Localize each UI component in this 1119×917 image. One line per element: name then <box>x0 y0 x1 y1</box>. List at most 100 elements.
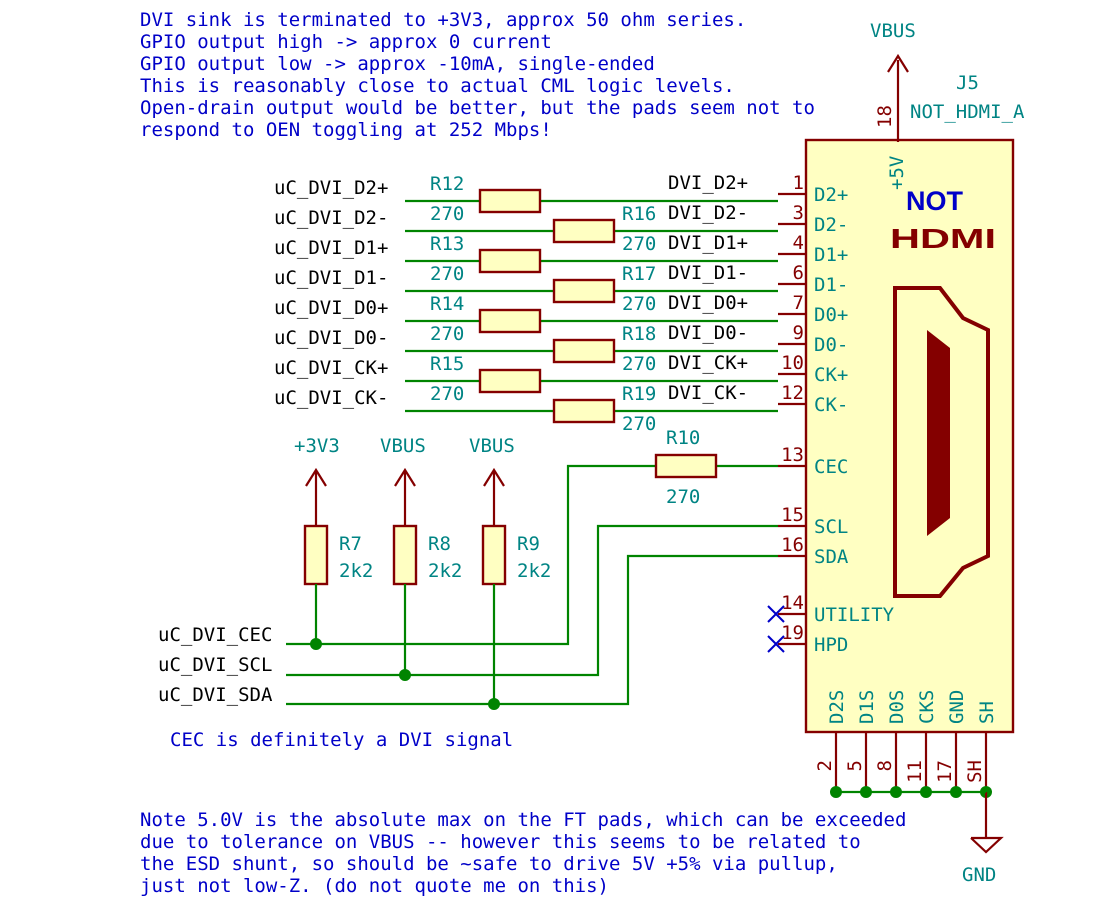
uc-net-label: uC_DVI_CK- <box>274 387 388 409</box>
gnd-symbol <box>970 836 1004 854</box>
bottom-note-line: due to tolerance on VBUS -- however this… <box>140 831 861 853</box>
power-arrow <box>305 467 327 487</box>
pin-15-number: 15 <box>781 504 804 526</box>
resistor-value: 270 <box>622 293 656 315</box>
net-label-3: DVI_D2- <box>668 202 748 224</box>
pin-5-number: 5 <box>844 760 866 771</box>
bottom-note-line: Note 5.0V is the absolute max on the FT … <box>140 809 906 831</box>
uc-net-label: uC_DVI_D0+ <box>274 297 388 319</box>
uc-net-label: uC_DVI_D2+ <box>274 177 388 199</box>
pin-14-name: UTILITY <box>814 604 895 626</box>
top-note-line: respond to OEN toggling at 252 Mbps! <box>140 119 552 141</box>
pin-14-number: 14 <box>781 592 804 614</box>
pin-10-number: 10 <box>781 352 804 374</box>
resistor-r14 <box>478 308 542 334</box>
pin-2-name: D2S <box>826 690 848 724</box>
pin-7-name: D0+ <box>814 304 848 326</box>
r9-ref: R9 <box>517 533 540 555</box>
resistor-value: 270 <box>430 383 464 405</box>
rail-label: VBUS <box>380 435 426 457</box>
pin-19-name: HPD <box>814 634 848 656</box>
connector-value: NOT_HDMI_A <box>910 101 1025 123</box>
bottom-note-line: just not low-Z. (do not quote me on this… <box>140 875 609 897</box>
net-label-sda: uC_DVI_SDA <box>158 684 273 706</box>
connector-body <box>804 138 1015 734</box>
pin-11-number: 11 <box>904 760 926 783</box>
resistor-r18 <box>552 338 616 364</box>
cec-wire <box>286 464 656 646</box>
r7-ref: R7 <box>339 533 362 555</box>
pin-SH-name: SH <box>976 701 998 724</box>
resistor-r13 <box>478 248 542 274</box>
power-arrow <box>394 467 416 487</box>
net-label-10: DVI_CK+ <box>668 352 748 374</box>
r7-value: 2k2 <box>339 560 373 582</box>
scl-wire <box>286 524 778 677</box>
schematic-dynamic-layer: 1D2+DVI_D2+3D2-DVI_D2-4D1+DVI_D1+6D1-DVI… <box>274 172 998 798</box>
uc-net-label: uC_DVI_D1- <box>274 267 388 289</box>
uc-net-label: uC_DVI_CK+ <box>274 357 388 379</box>
hdmi-socket-outline <box>893 286 990 598</box>
resistor-ref: R17 <box>622 263 656 285</box>
resistor-r16 <box>552 218 616 244</box>
r10-ref: R10 <box>666 427 700 449</box>
rail-label: +3V3 <box>294 435 340 457</box>
no-connect-mark <box>767 635 785 653</box>
resistor-r10 <box>654 453 718 479</box>
pin-4-number: 4 <box>793 232 804 254</box>
resistor-ref: R19 <box>622 383 656 405</box>
top-note-line: GPIO output low -> approx -10mA, single-… <box>140 53 655 75</box>
pin-16-number: 16 <box>781 534 804 556</box>
pin-10-name: CK+ <box>814 364 848 386</box>
resistor-value: 270 <box>430 323 464 345</box>
pin-17-name: GND <box>946 690 968 724</box>
uc-net-label: uC_DVI_D0- <box>274 327 388 349</box>
resistor-r15 <box>478 368 542 394</box>
pin-13-number: 13 <box>781 444 804 466</box>
junction-dot <box>310 638 322 650</box>
top-note-line: Open-drain output would be better, but t… <box>140 97 815 119</box>
cec-note: CEC is definitely a DVI signal <box>170 729 513 751</box>
bottom-note-line: the ESD shunt, so should be ~safe to dri… <box>140 853 838 875</box>
net-label-4: DVI_D1+ <box>668 232 748 254</box>
top-note: DVI sink is terminated to +3V3, approx 5… <box>140 9 815 141</box>
rail-label: VBUS <box>469 435 515 457</box>
pullup-rail-r8: VBUS <box>380 435 426 487</box>
net-label-cec: uC_DVI_CEC <box>158 624 272 646</box>
net-label-6: DVI_D1- <box>668 262 748 284</box>
pin-15-name: SCL <box>814 516 848 538</box>
pin-3-number: 3 <box>793 202 804 224</box>
resistor-r8 <box>392 524 418 586</box>
sda-wire <box>286 554 778 706</box>
pin-18-number: 18 <box>874 105 896 128</box>
pin-5v-name: +5V <box>886 156 908 190</box>
hdmi-socket-tongue <box>927 330 950 536</box>
logo-not: NOT <box>906 186 964 216</box>
pin-5-name: D1S <box>856 690 878 724</box>
bottom-note: Note 5.0V is the absolute max on the FT … <box>140 809 906 897</box>
pullup-rail-r9: VBUS <box>469 435 515 487</box>
net-label-9: DVI_D0- <box>668 322 748 344</box>
top-note-line: DVI sink is terminated to +3V3, approx 5… <box>140 9 746 31</box>
resistor-ref: R16 <box>622 203 656 225</box>
pin-3-name: D2- <box>814 214 848 236</box>
resistor-r17 <box>552 278 616 304</box>
pin-6-name: D1- <box>814 274 848 296</box>
pin-17-number: 17 <box>934 760 956 783</box>
net-label-scl: uC_DVI_SCL <box>158 654 272 676</box>
pin-13-name: CEC <box>814 456 848 478</box>
pin-12-number: 12 <box>781 382 804 404</box>
pin-7-number: 7 <box>793 292 804 314</box>
power-arrow <box>483 467 505 487</box>
resistor-ref: R15 <box>430 353 464 375</box>
resistor-ref: R14 <box>430 293 464 315</box>
pin-6-number: 6 <box>793 262 804 284</box>
net-label-7: DVI_D0+ <box>668 292 748 314</box>
r8-value: 2k2 <box>428 560 462 582</box>
r9-value: 2k2 <box>517 560 551 582</box>
connector-ref: J5 <box>956 72 979 94</box>
resistor-value: 270 <box>430 203 464 225</box>
resistor-r12 <box>478 188 542 214</box>
vbus-label: VBUS <box>870 20 916 42</box>
